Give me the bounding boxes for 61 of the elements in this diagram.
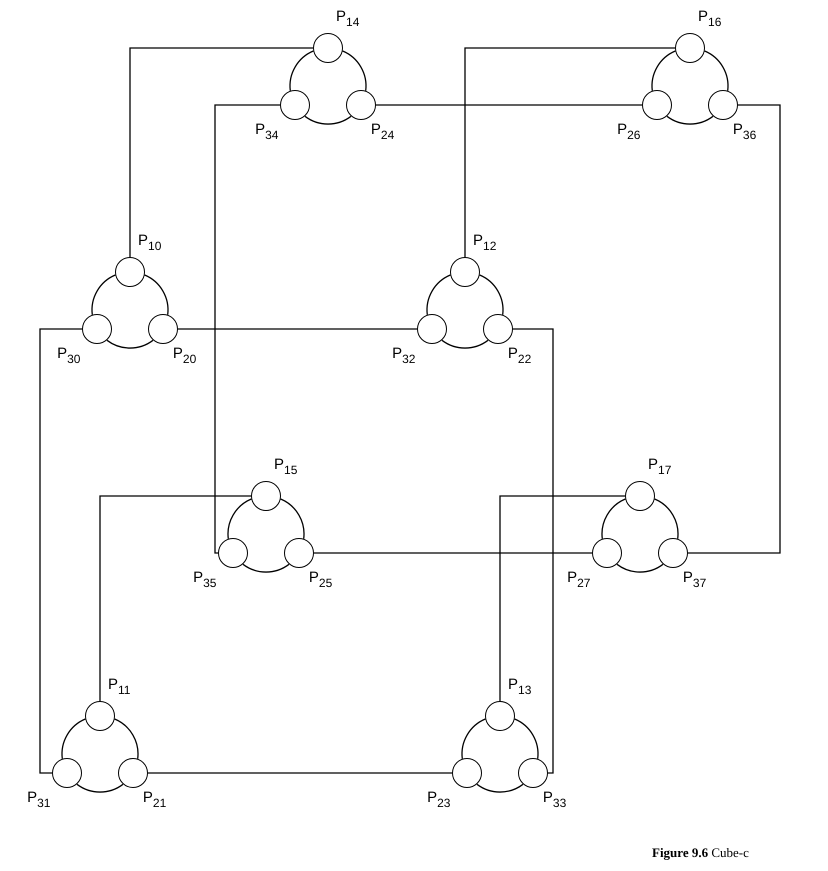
processor-label: P$_{27}$ [567, 569, 590, 592]
processor-label: P$_{20}$ [172, 345, 196, 368]
cycle-arc [601, 498, 626, 539]
cycle-arc [342, 50, 367, 91]
link-line [214, 104, 280, 554]
processor-label: P$_{17}$ [648, 456, 672, 479]
cycle-arc [114, 718, 139, 759]
link-line [99, 495, 251, 701]
link-line [178, 328, 418, 330]
cycle-arc [704, 50, 729, 91]
processor-label: P$_{30}$ [57, 345, 80, 368]
cycle-arc [242, 564, 290, 573]
cycle-arc [651, 50, 676, 91]
processor-label: P$_{13}$ [508, 676, 532, 699]
processor-label: P$_{16}$ [698, 8, 722, 31]
processor-label: P$_{14}$ [336, 8, 360, 31]
link-line [512, 328, 554, 774]
cycle-arc [461, 718, 486, 759]
cycle-arc [426, 274, 451, 315]
link-line [464, 47, 675, 257]
processor-label: P$_{37}$ [682, 569, 706, 592]
cycle-arc [666, 116, 714, 125]
link-line [314, 552, 592, 554]
processor-label: P$_{10}$ [138, 232, 162, 255]
processor-label: P$_{15}$ [274, 456, 298, 479]
processor-label: P$_{36}$ [732, 121, 756, 144]
cycle-arc [144, 274, 169, 315]
cycle-arc [91, 274, 116, 315]
processor-label: P$_{23}$ [427, 789, 450, 812]
cycle-arc [476, 784, 524, 793]
cycle-arc [479, 274, 504, 315]
cycle-arc [289, 50, 314, 91]
link-line [688, 104, 781, 554]
cycle-arc [442, 340, 488, 349]
processor-label: P$_{35}$ [193, 569, 216, 592]
cycle-arc [514, 718, 539, 759]
link-line [376, 104, 642, 106]
processor-label: P$_{26}$ [617, 121, 640, 144]
cycle-arc [616, 564, 664, 573]
processor-label: P$_{24}$ [370, 121, 394, 144]
link-line [129, 47, 313, 257]
processor-label: P$_{22}$ [508, 345, 532, 368]
link-line [39, 328, 82, 774]
processor-label: P$_{25}$ [308, 569, 332, 592]
cycle-arc [76, 784, 124, 793]
cycle-arc [106, 340, 154, 349]
cycle-arc [304, 116, 352, 125]
cycle-arc [227, 498, 252, 539]
processor-label: P$_{21}$ [142, 789, 166, 812]
processor-label: P$_{32}$ [392, 345, 416, 368]
link-line [499, 495, 625, 701]
cycle-arc [654, 498, 679, 539]
processor-label: P$_{11}$ [108, 676, 130, 699]
processor-label: P$_{34}$ [255, 121, 278, 144]
link-line [148, 772, 452, 774]
processor-label: P$_{31}$ [27, 789, 50, 812]
cycle-arc [280, 498, 305, 539]
processor-label: P$_{33}$ [542, 789, 566, 812]
cycle-arc [61, 718, 86, 759]
figure-caption: Figure 9.6 Cube-c [652, 845, 749, 861]
processor-label: P$_{12}$ [473, 232, 496, 255]
